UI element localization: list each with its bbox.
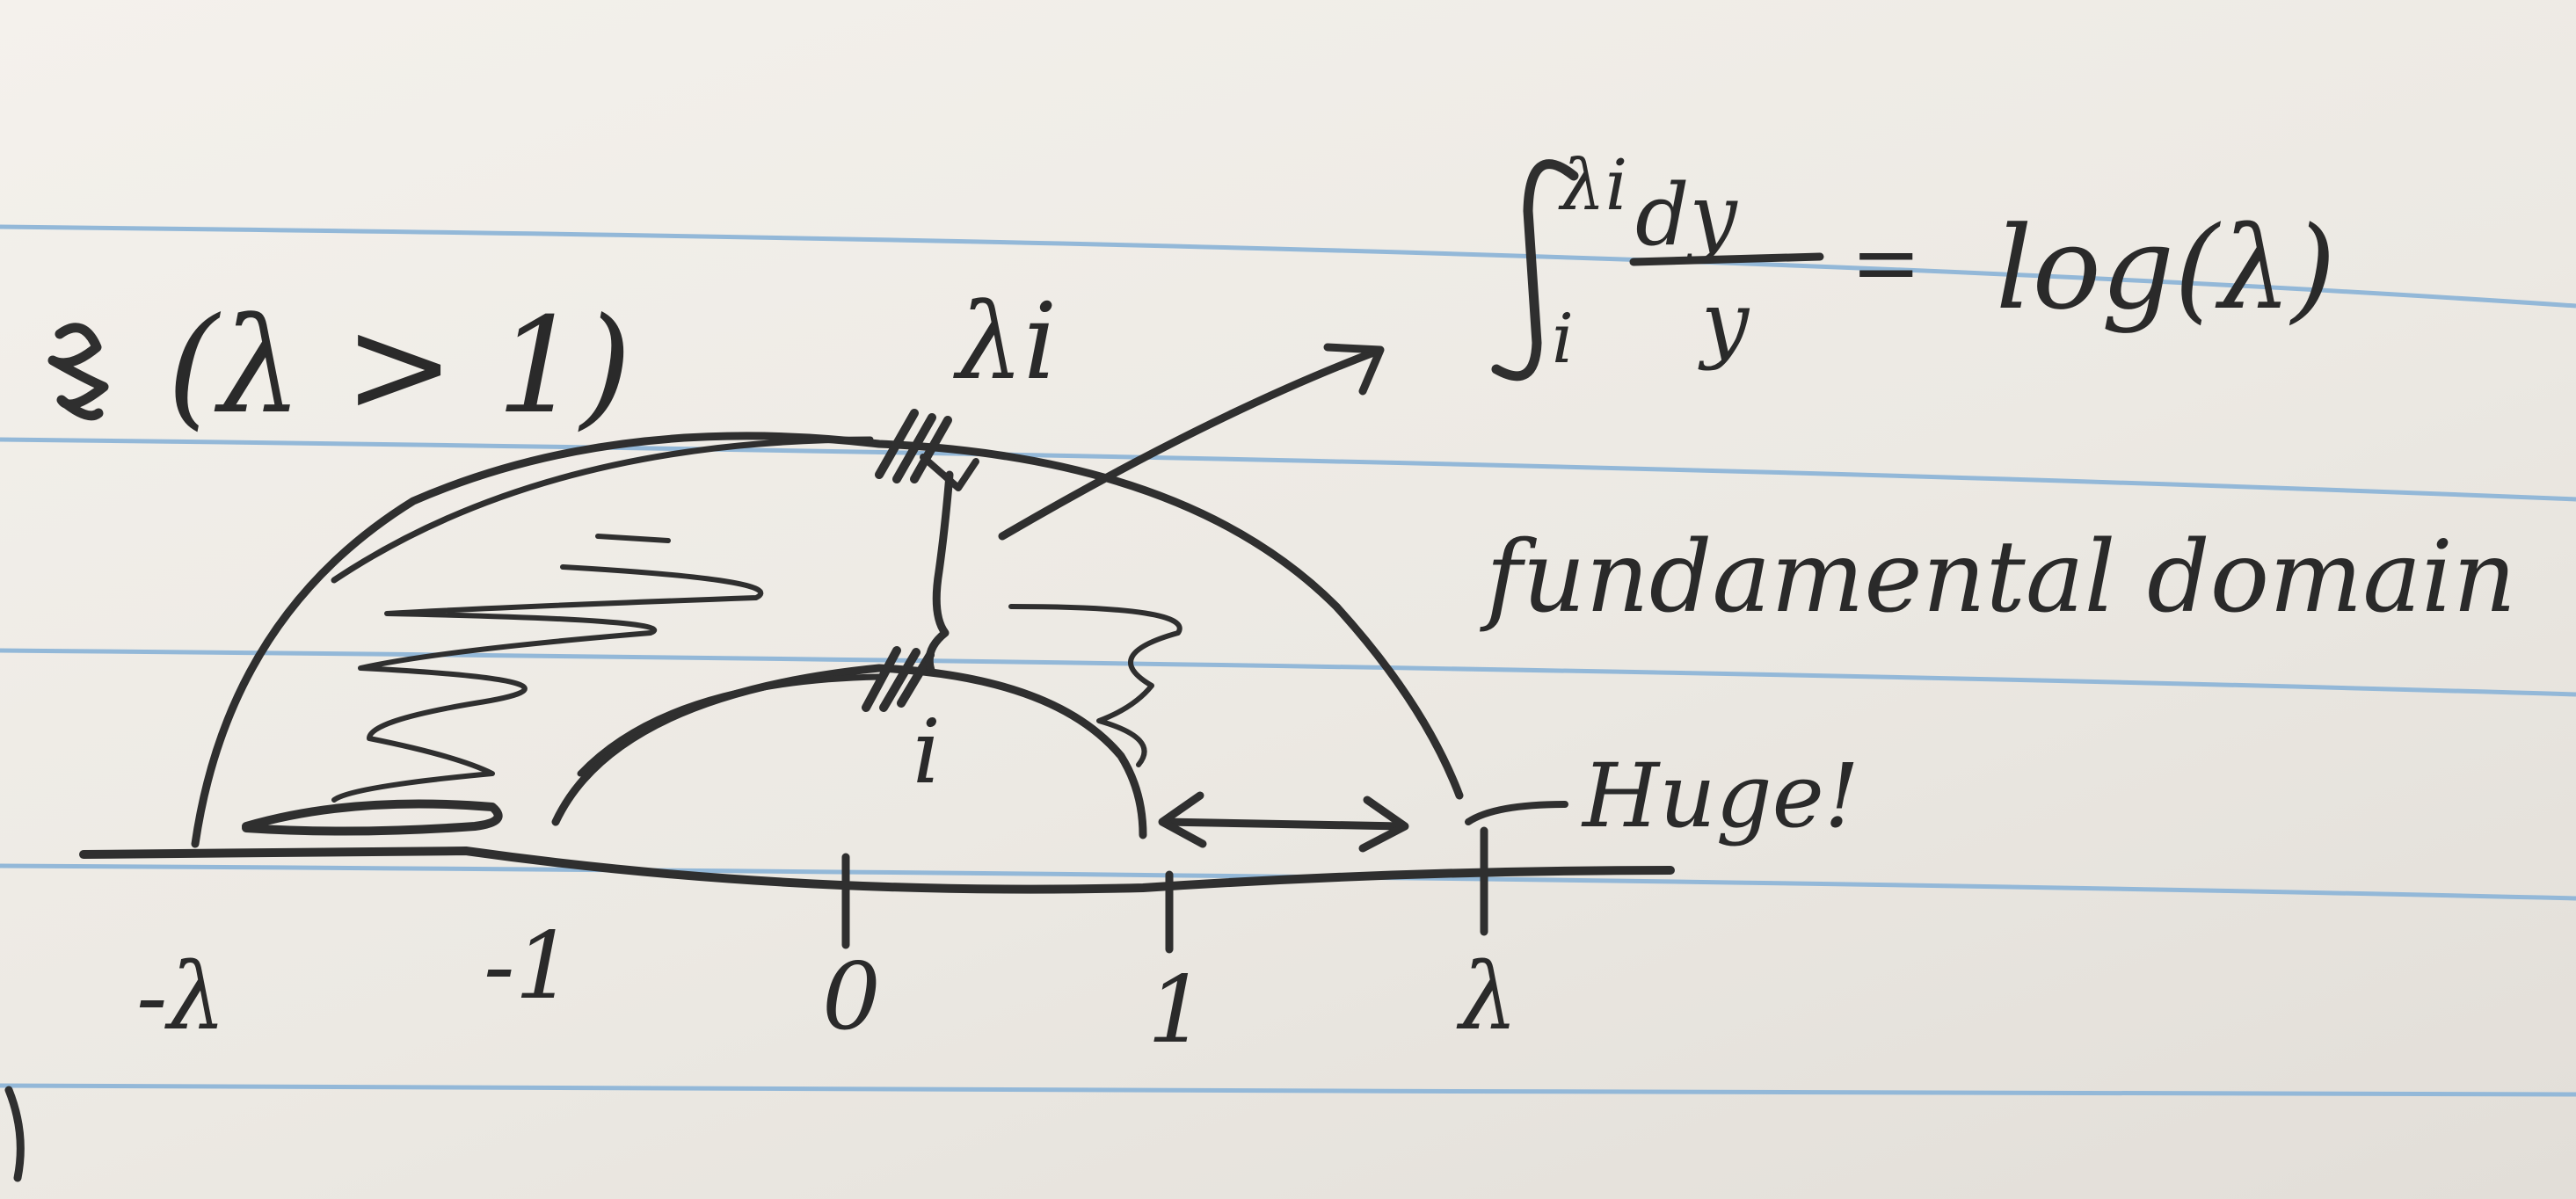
tick-label-lambda: λ	[1456, 943, 1518, 1050]
stray-ink-mark	[4, 1086, 25, 1182]
integral-upper-limit: λi	[1558, 144, 1627, 226]
tick-label-zero: 0	[822, 943, 881, 1050]
outer-semicircle	[191, 432, 1464, 848]
bottom-point-label: i	[913, 701, 941, 803]
ruled-line	[0, 437, 2576, 502]
condition-label: (λ > 1)	[167, 290, 632, 443]
top-point-label: λi	[953, 281, 1057, 403]
tick-label-neg-lambda: -λ	[136, 943, 226, 1050]
integral-denominator: y	[1698, 273, 1750, 372]
inner-semicircle-trace	[577, 673, 883, 777]
integral-result: log(λ)	[1996, 201, 2336, 335]
outer-semicircle-trace	[331, 436, 874, 584]
domain-shading	[242, 534, 1182, 836]
inner-semicircle	[551, 664, 1147, 839]
integral-equals: =	[1851, 214, 1921, 312]
integral-lower-limit: i	[1552, 300, 1574, 379]
gap-label: Huge!	[1581, 745, 1859, 847]
real-axis	[79, 847, 1675, 894]
huge-pointer	[1465, 801, 1568, 825]
ruled-line	[0, 1083, 2576, 1097]
gap-arrow-left-head	[1158, 791, 1207, 848]
gap-double-arrow	[1161, 818, 1407, 831]
ruled-line	[0, 224, 2576, 309]
hatch-marks	[862, 409, 952, 712]
arrow-head-down	[920, 454, 979, 491]
ruled-line	[0, 648, 2576, 697]
domain-label: fundamental domain	[1480, 520, 2516, 635]
integral-numerator: dy	[1635, 166, 1738, 265]
tick-label-one: 1	[1147, 956, 1206, 1064]
tick-label-neg-one: -1	[484, 912, 573, 1020]
integral-sign	[1491, 159, 1579, 382]
axis-tick-marks	[841, 826, 1488, 954]
ruled-lines	[0, 224, 2576, 1097]
arrow-to-integral	[998, 347, 1380, 541]
vertical-segment	[925, 470, 954, 677]
scribble-mark	[47, 323, 109, 421]
integral-formula: λi i dy y = log(λ)	[1491, 144, 2336, 382]
arrow-head-integral	[1323, 343, 1385, 396]
fraction-bar	[1629, 252, 1824, 266]
gap-arrow-right-head	[1358, 796, 1409, 853]
